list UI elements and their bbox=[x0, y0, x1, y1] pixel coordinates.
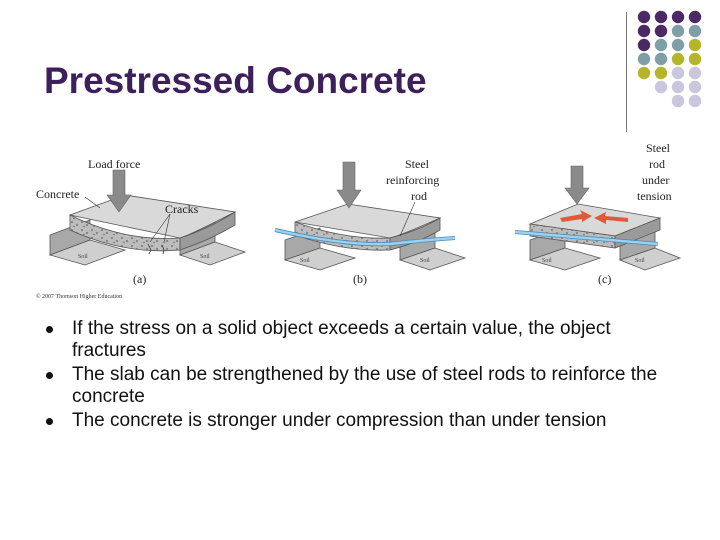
soil-label: Soil bbox=[542, 258, 552, 264]
bullet-dot-icon bbox=[46, 372, 53, 379]
label-panel-c: (c) bbox=[598, 272, 611, 286]
decor-dot-icon bbox=[654, 66, 668, 80]
decor-dot-icon bbox=[671, 24, 685, 38]
copyright-note: © 2007 Thomson Higher Education bbox=[36, 293, 122, 300]
decor-dot-icon bbox=[654, 80, 668, 94]
soil-label: Soil bbox=[300, 258, 310, 264]
decor-dot-icon bbox=[671, 66, 685, 80]
decor-dot-icon bbox=[654, 10, 668, 24]
bullet-item: If the stress on a solid object exceeds … bbox=[46, 318, 672, 362]
label-panel-a: (a) bbox=[133, 272, 146, 286]
decorative-dot-grid bbox=[637, 10, 702, 108]
soil-label: Soil bbox=[200, 254, 210, 260]
decor-dot-icon bbox=[671, 80, 685, 94]
label-tension-4: tension bbox=[637, 189, 672, 203]
bullet-dot-icon bbox=[46, 418, 53, 425]
decor-dot-icon bbox=[671, 38, 685, 52]
decor-dot-icon bbox=[688, 94, 702, 108]
decor-dot-icon bbox=[637, 38, 651, 52]
label-concrete: Concrete bbox=[36, 187, 79, 201]
label-load-force: Load force bbox=[88, 157, 140, 171]
label-tension-3: under bbox=[642, 173, 669, 187]
panel-a: Load force Concrete Cracks Soil Soil (a) bbox=[36, 157, 247, 286]
bullet-item: The slab can be strengthened by the use … bbox=[46, 364, 672, 408]
soil-label: Soil bbox=[635, 258, 645, 264]
decor-dot-icon bbox=[637, 24, 651, 38]
bullet-item: The concrete is stronger under compressi… bbox=[46, 410, 672, 432]
decor-dot-icon bbox=[688, 52, 702, 66]
decor-dot-icon bbox=[671, 94, 685, 108]
bullet-dot-icon bbox=[46, 326, 53, 333]
decor-dot-icon bbox=[688, 80, 702, 94]
title-divider bbox=[626, 12, 627, 132]
label-cracks: Cracks bbox=[165, 202, 199, 216]
decor-dot-icon bbox=[637, 66, 651, 80]
decor-dot-icon bbox=[688, 24, 702, 38]
label-steel-rod-1: Steel bbox=[405, 157, 430, 171]
label-tension-2: rod bbox=[649, 157, 665, 171]
decor-dot-icon bbox=[637, 52, 651, 66]
panel-c: Soil Soil (c) bbox=[514, 165, 682, 286]
decor-dot-icon bbox=[654, 24, 668, 38]
label-tension-1: Steel bbox=[646, 141, 671, 155]
decor-dot-icon bbox=[671, 52, 685, 66]
bullet-text: The slab can be strengthened by the use … bbox=[72, 364, 658, 407]
label-steel-rod-3: rod bbox=[411, 189, 427, 203]
soil-label: Soil bbox=[420, 258, 430, 264]
slide-title: Prestressed Concrete bbox=[44, 60, 427, 101]
decor-dot-icon bbox=[671, 10, 685, 24]
prestressed-concrete-figure: Load force Concrete Cracks Soil Soil (a)… bbox=[36, 157, 682, 300]
decor-dot-icon bbox=[688, 38, 702, 52]
decor-dot-icon bbox=[654, 52, 668, 66]
tension-label: Steel rod under tension bbox=[637, 141, 672, 203]
decor-dot-icon bbox=[637, 10, 651, 24]
decor-dot-icon bbox=[688, 10, 702, 24]
bullet-list: If the stress on a solid object exceeds … bbox=[46, 318, 672, 432]
bullet-text: The concrete is stronger under compressi… bbox=[72, 410, 607, 431]
panel-b: Steel reinforcing rod Soil Soil (b) bbox=[274, 157, 467, 286]
bullet-text: If the stress on a solid object exceeds … bbox=[72, 318, 611, 361]
label-panel-b: (b) bbox=[353, 272, 367, 286]
soil-label: Soil bbox=[78, 254, 88, 260]
decor-dot-icon bbox=[654, 38, 668, 52]
label-steel-rod-2: reinforcing bbox=[386, 173, 439, 187]
decor-dot-icon bbox=[688, 66, 702, 80]
